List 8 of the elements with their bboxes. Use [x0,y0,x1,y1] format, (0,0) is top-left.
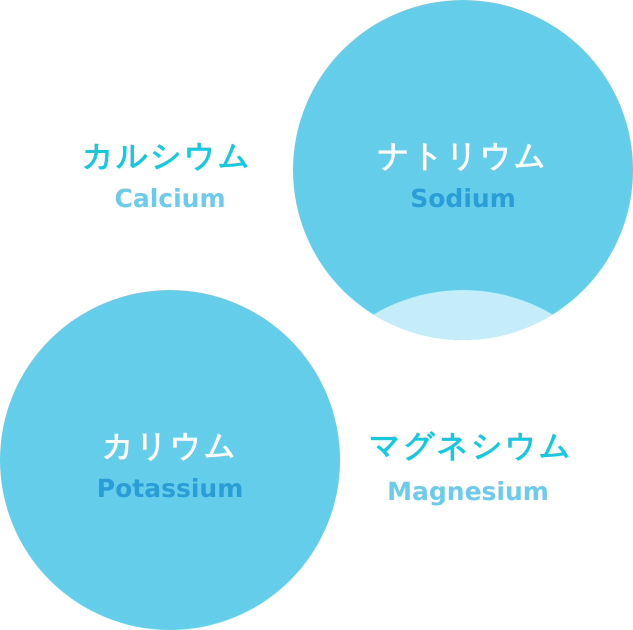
japanese-name: カリウム [101,427,239,466]
japanese-name: カルシウム [81,137,253,176]
japanese-name: マグネシウム [368,427,574,466]
english-name: Calcium [113,184,227,213]
english-name: Sodium [409,184,517,213]
english-name: Potassium [96,474,244,503]
japanese-name: ナトリウム [377,137,549,176]
english-name: Magnesium [386,477,550,506]
